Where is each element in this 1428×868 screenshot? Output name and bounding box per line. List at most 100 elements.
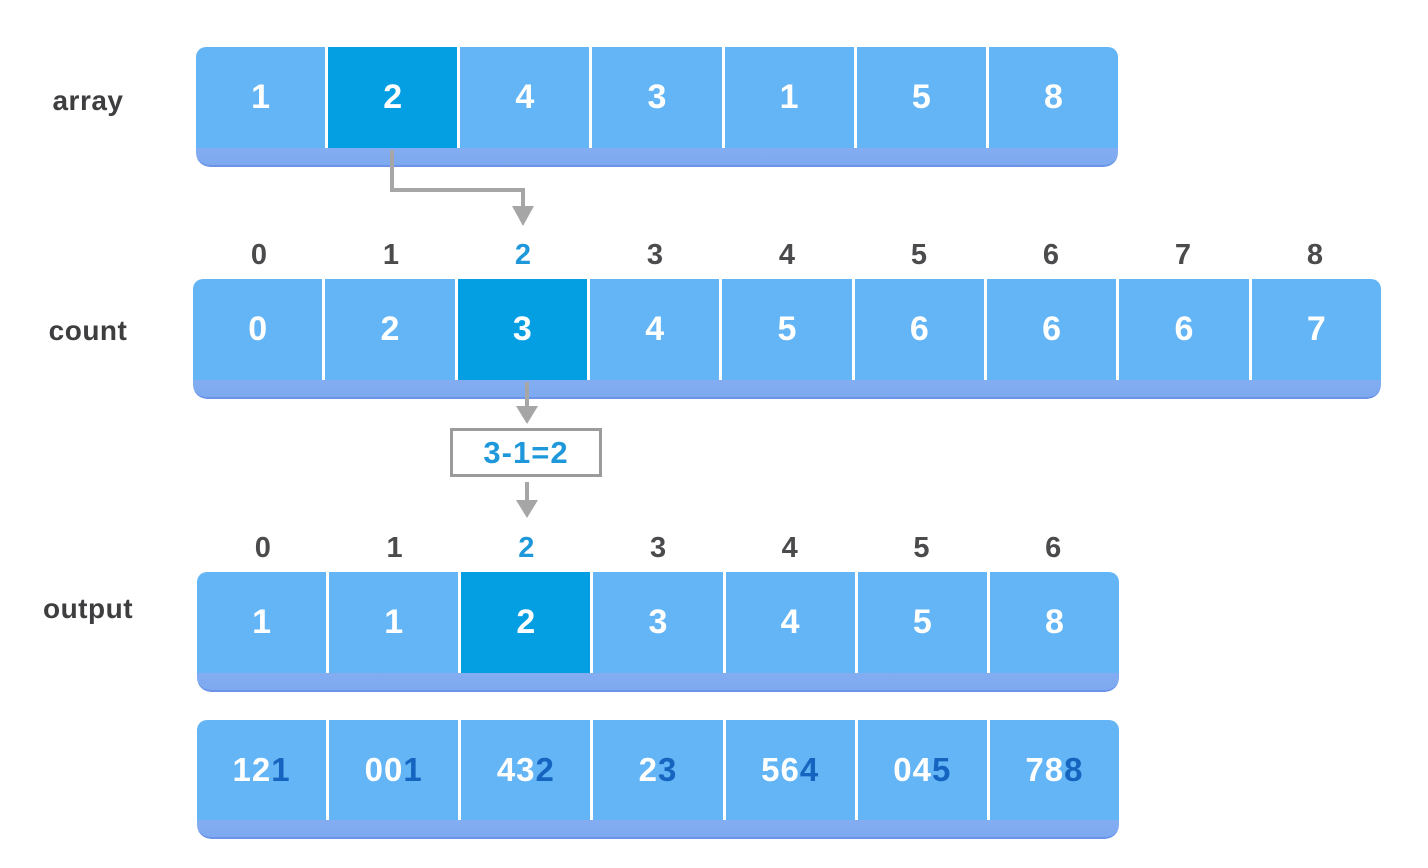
output-cell: 1 [326, 572, 459, 673]
formula-box: 3-1=2 [450, 428, 602, 477]
array-row-label: array [52, 85, 124, 116]
bar-shadow [197, 820, 1119, 839]
output-index-highlighted: 2 [518, 531, 535, 564]
array-cell-value: 1 [779, 78, 799, 116]
output-cell: 5 [854, 572, 987, 673]
count-cell: 6 [1116, 279, 1249, 380]
output-cell: 1 [197, 572, 327, 673]
output-cell: 8 [986, 572, 1119, 673]
output-index: 5 [913, 531, 930, 564]
formula-text: 3-1=2 [483, 434, 569, 470]
digit-suffix: 5 [931, 751, 952, 788]
digit-suffix: 8 [1064, 751, 1084, 788]
digit-suffix: 1 [403, 751, 423, 788]
count-index: 6 [1042, 238, 1060, 271]
array-cell: 1 [196, 47, 326, 148]
output-cell-highlighted: 2 [458, 572, 591, 673]
digit-suffix: 1 [271, 751, 291, 788]
count-index: 5 [910, 238, 928, 271]
output-cells: 1 1 2 3 4 5 8 [197, 572, 1119, 673]
digit-prefix: 00 [364, 751, 404, 788]
count-index: 3 [646, 238, 664, 271]
digit-suffix: 3 [657, 751, 678, 788]
output-index: 6 [1045, 531, 1062, 564]
output-row-label: output [42, 593, 134, 624]
count-cell: 7 [1248, 279, 1381, 380]
digit-prefix: 56 [761, 751, 800, 788]
array-cells: 1 2 4 3 1 5 8 [196, 47, 1118, 148]
count-cell: 0 [193, 279, 323, 380]
count-cell-value: 0 [248, 310, 268, 348]
output-cell-value: 2 [516, 603, 536, 641]
digit-prefix: 04 [893, 751, 932, 788]
array-cell-value: 5 [911, 78, 931, 116]
count-index-highlighted: 2 [514, 238, 532, 271]
output-index: 3 [649, 531, 667, 564]
output-index: 0 [254, 531, 271, 564]
array-cell-value: 4 [515, 78, 535, 116]
count-cell-value: 3 [512, 310, 532, 348]
count-index-row: 0 1 2 3 4 5 6 7 8 [193, 236, 1381, 274]
count-cell-value: 7 [1306, 310, 1326, 348]
output-index: 4 [781, 531, 798, 564]
digit-prefix: 2 [638, 751, 658, 788]
bar-shadow [193, 380, 1381, 399]
arrow-count-to-formula-icon [516, 382, 538, 424]
output-cell: 4 [722, 572, 855, 673]
array-cell-value: 1 [251, 78, 271, 116]
count-cell-value: 5 [777, 310, 797, 348]
output-bar: 1 1 2 3 4 5 8 [197, 572, 1119, 692]
output-index: 1 [386, 531, 403, 564]
count-cell: 2 [322, 279, 455, 380]
count-cell-highlighted: 3 [454, 279, 587, 380]
digit-suffix: 2 [535, 751, 555, 788]
arrow-array-to-count-icon [390, 150, 534, 226]
digit-prefix: 12 [232, 751, 272, 788]
count-index: 4 [778, 238, 796, 271]
array-cell: 1 [721, 47, 854, 148]
array-cell-highlighted: 2 [325, 47, 458, 148]
output-cell: 3 [590, 572, 723, 673]
array-cell-value: 8 [1043, 78, 1063, 116]
count-cell: 6 [983, 279, 1117, 380]
digit-suffix: 4 [799, 751, 820, 788]
output-cell-value: 3 [648, 603, 668, 641]
array-cell-value: 2 [383, 78, 403, 116]
output-cell-value: 5 [912, 603, 932, 641]
count-index: 8 [1306, 238, 1324, 271]
count-cells: 0 2 3 4 5 6 6 6 7 [193, 279, 1381, 380]
count-cell-value: 6 [1174, 310, 1194, 348]
count-index: 7 [1174, 238, 1192, 271]
array-cell: 5 [853, 47, 986, 148]
arrow-formula-to-output-icon [516, 482, 538, 518]
bar-shadow [197, 673, 1119, 692]
count-cell: 4 [586, 279, 720, 380]
array-bar: 1 2 4 3 1 5 8 [196, 47, 1118, 167]
count-cell-value: 6 [909, 310, 929, 348]
count-cell: 6 [851, 279, 984, 380]
output-index-row: 0 1 2 3 4 5 6 [197, 529, 1119, 567]
digit-prefix: 43 [496, 751, 536, 788]
count-cell: 5 [719, 279, 852, 380]
output-cell-value: 1 [252, 603, 272, 641]
count-index: 1 [382, 238, 400, 271]
output-cell-value: 8 [1044, 603, 1064, 641]
count-row-label: count [48, 315, 128, 346]
count-cell-value: 2 [380, 310, 400, 348]
array-cell: 8 [985, 47, 1118, 148]
array-cell: 3 [589, 47, 722, 148]
digit-prefix: 78 [1025, 751, 1065, 788]
count-index: 0 [250, 238, 268, 271]
count-cell-value: 4 [645, 310, 665, 348]
array-cell-value: 3 [647, 78, 667, 116]
